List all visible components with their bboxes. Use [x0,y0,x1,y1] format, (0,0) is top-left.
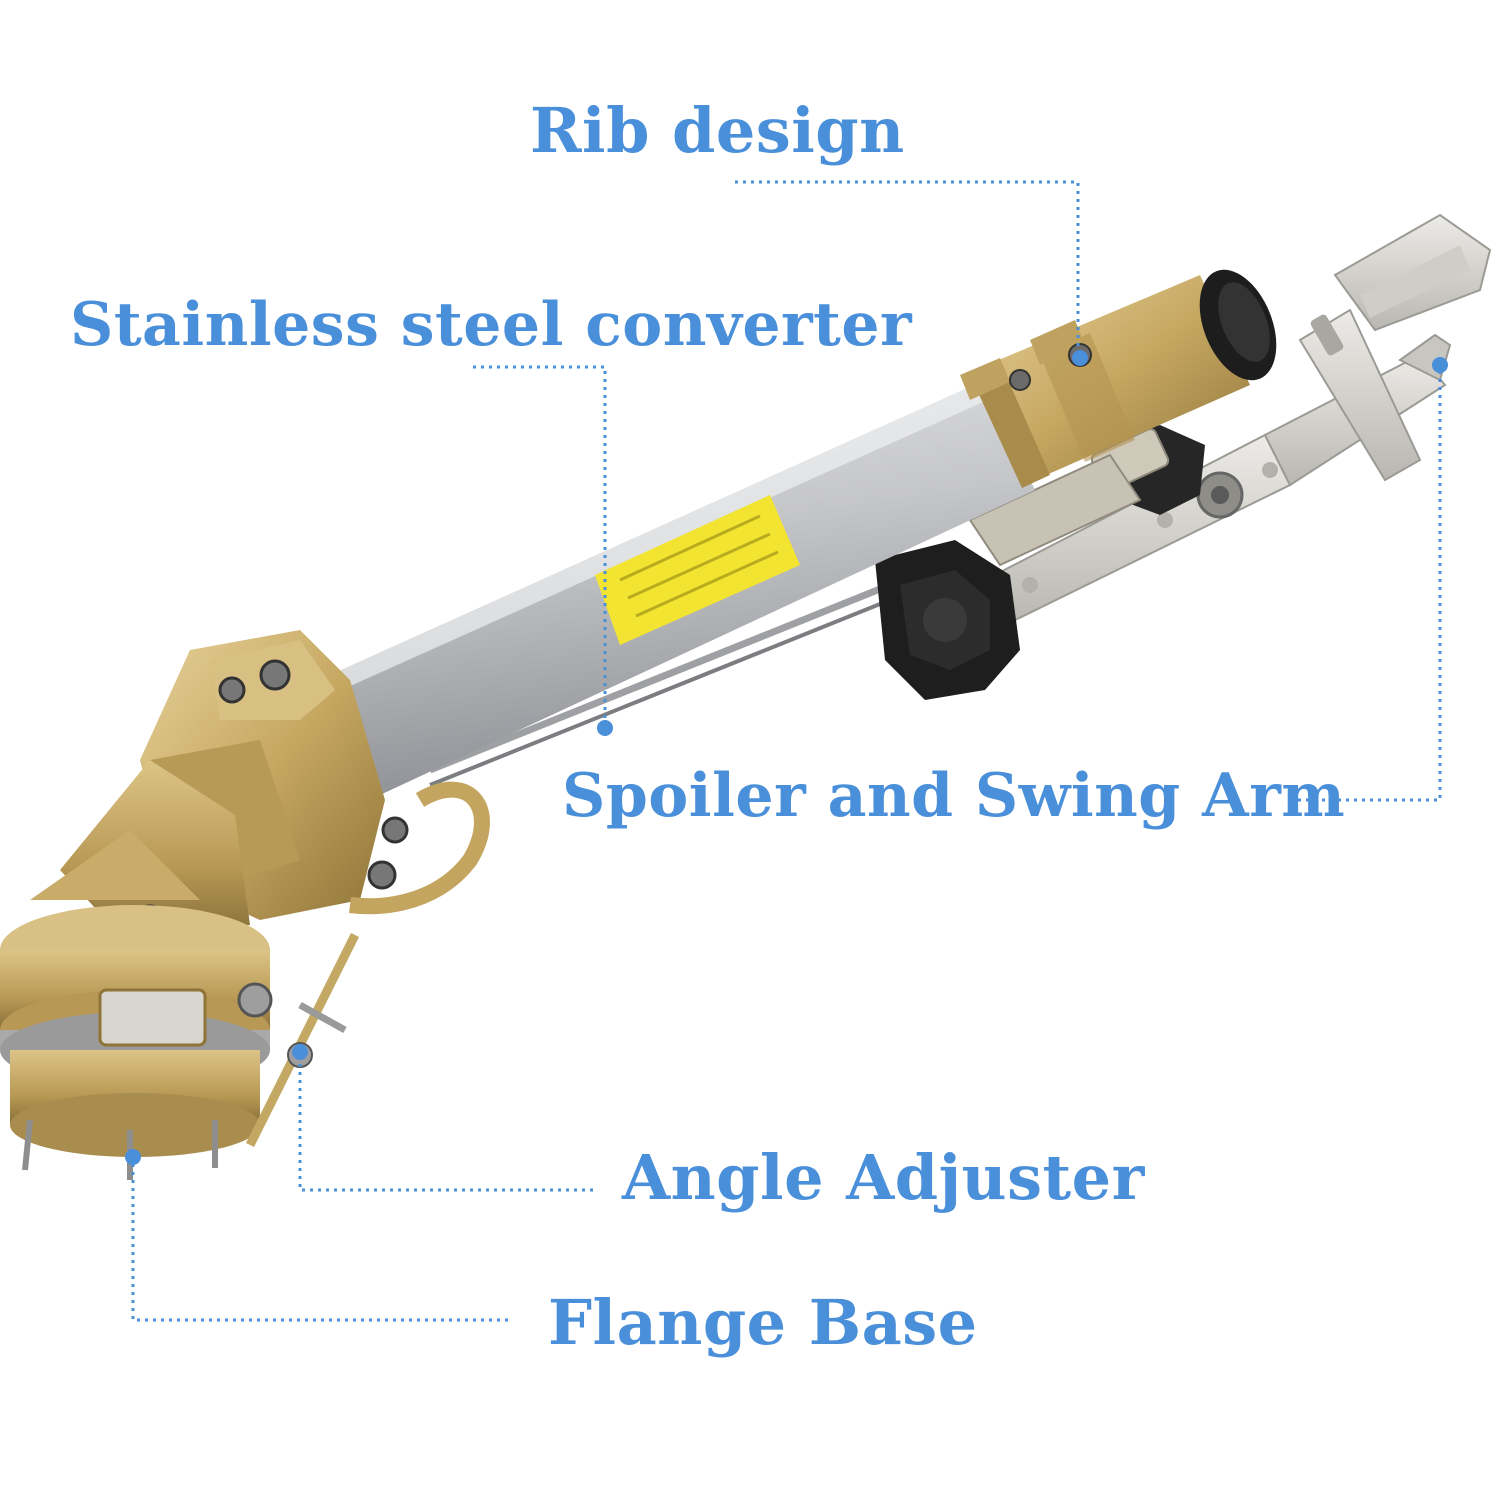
leader-rib [735,180,1080,358]
drive-gear [875,425,1205,700]
label-rib-design: Rib design [530,94,905,167]
label-spoiler-and-swing-arm: Spoiler and Swing Arm [562,761,1346,831]
label-flange-base: Flange Base [548,1286,978,1359]
leader-angle [298,1050,593,1192]
dot-rib [1072,350,1088,366]
linkage-rods [428,581,892,787]
warning-label [595,495,800,645]
leader-lines [131,180,1442,1322]
main-tube [330,380,1035,795]
flange-base [0,905,270,1180]
dot-flange [125,1149,141,1165]
label-angle-adjuster: Angle Adjuster [622,1141,1145,1214]
dot-converter [597,720,613,736]
leader-dots [125,350,1448,1165]
label-stainless-steel-converter: Stainless steel converter [70,290,913,360]
leader-flange [131,1158,508,1322]
spoiler-plate [1310,213,1492,356]
dot-angle [292,1044,308,1060]
dot-spoiler [1432,357,1448,373]
